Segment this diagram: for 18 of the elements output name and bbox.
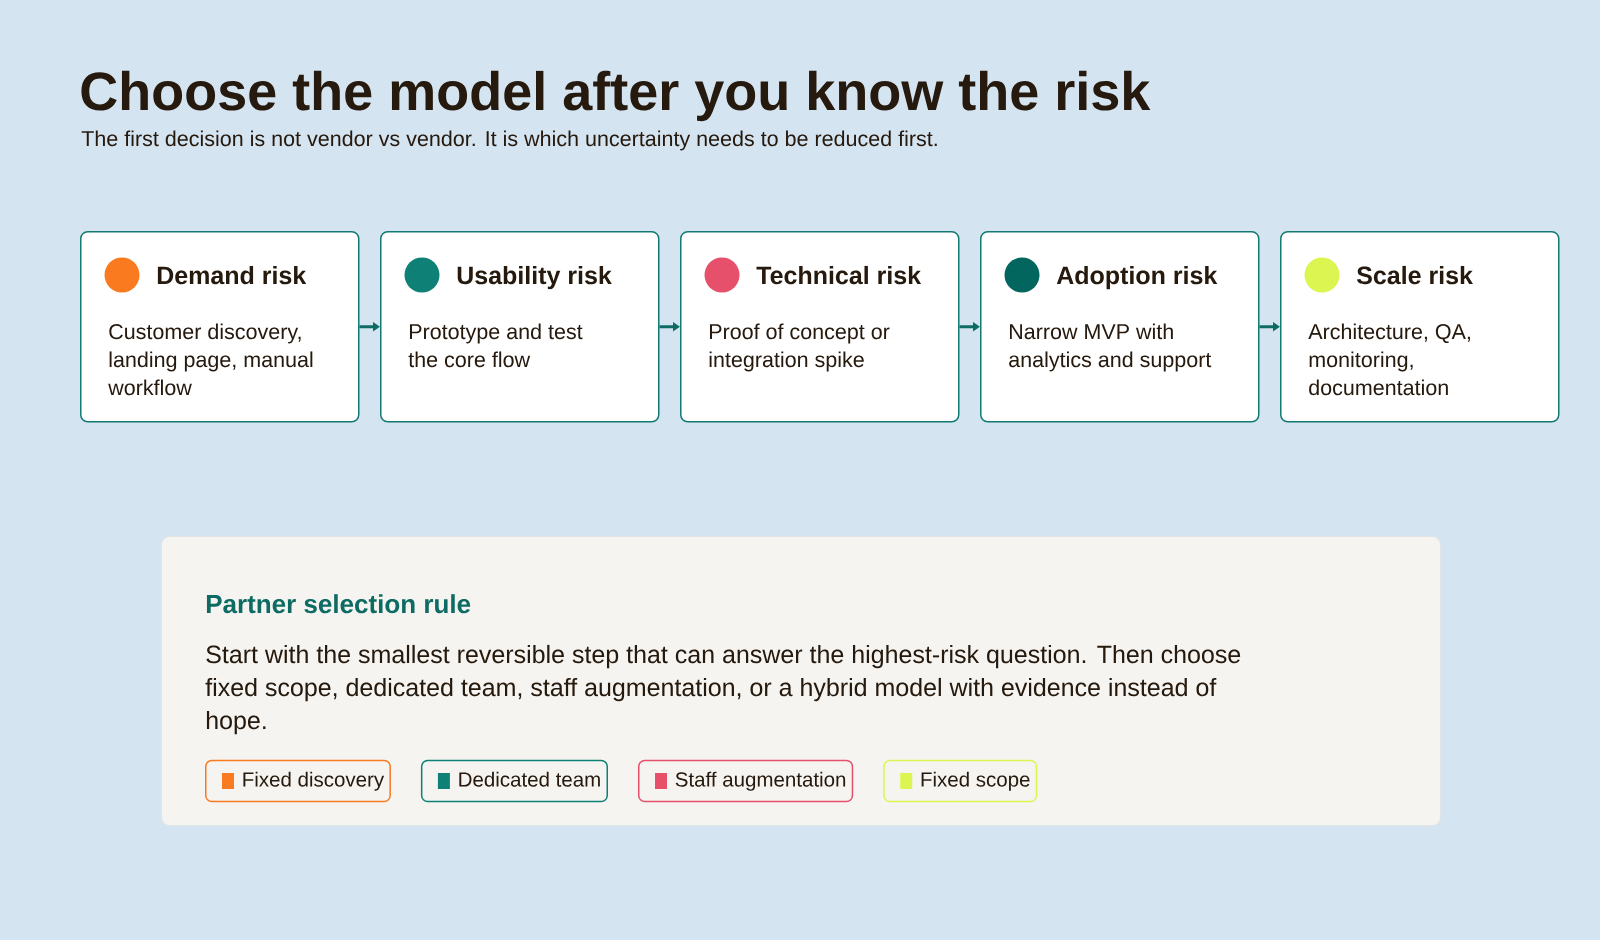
legend-tag: Fixed scope [883, 759, 1038, 803]
card-text: Architecture, QA, monitoring, documentation [1308, 323, 1470, 396]
legend-tag: Fixed discovery [205, 759, 391, 803]
title: Choose the model after you know the risk [81, 70, 1151, 122]
card-heading: Adoption risk [1056, 265, 1218, 290]
card-heading: Demand risk [157, 265, 307, 285]
legend-tag: Dedicated team [420, 759, 608, 803]
card-text: Prototype and test the core flow [408, 323, 583, 368]
card-text: Narrow MVP with analytics and support [1009, 323, 1212, 372]
card-heading: Technical risk [756, 265, 922, 285]
panel-heading: Partner selection rule [206, 594, 471, 614]
legend-tag: Staff augmentation [638, 759, 854, 803]
subtitle: The first decision is not vendor vs vendor. It is which uncertainty needs to be reduced first. [81, 130, 937, 151]
card-text: Customer discovery, landing page, manual workflow [108, 323, 313, 396]
card-text: Proof of concept or integration spike [709, 323, 890, 372]
card-heading: Usability risk [457, 265, 612, 290]
panel-text: Start with the smallest reversible step that can answer the highest-risk question. Then choose fixed scope, dedicated team, staff augmentation, or a hybrid model with evidence instead of hope. [205, 644, 1241, 735]
card-heading: Scale risk [1356, 265, 1473, 285]
